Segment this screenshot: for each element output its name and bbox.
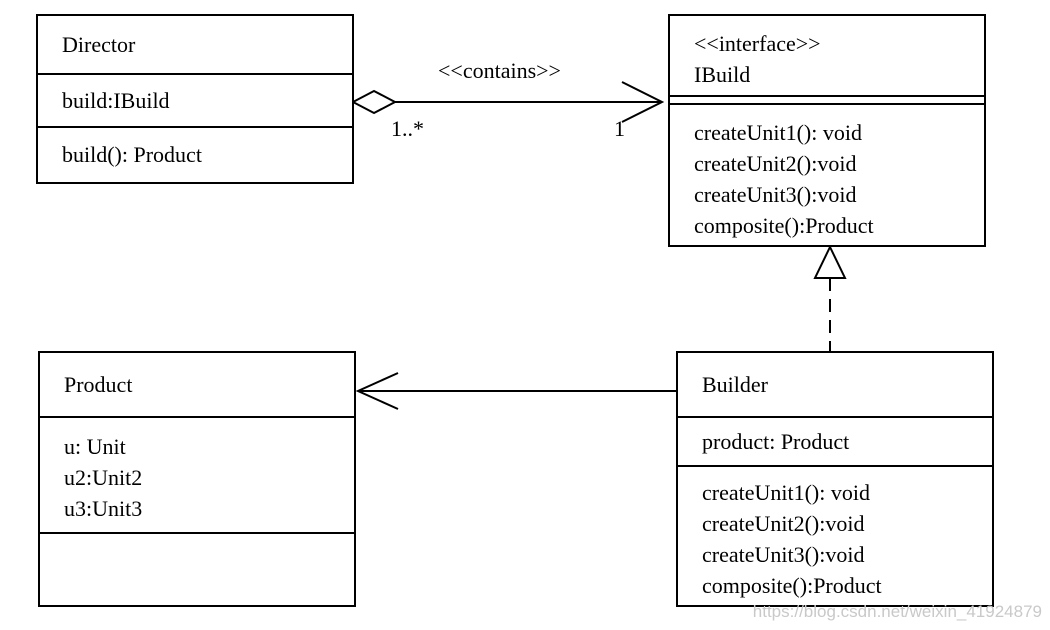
class-name: Product	[64, 371, 133, 397]
attribute: u3:Unit3	[64, 496, 143, 521]
interface-ibuild: <<interface>> IBuild createUnit1(): void…	[668, 14, 986, 247]
class-name: Builder	[702, 371, 768, 397]
realization-triangle	[813, 244, 847, 279]
attributes-section	[670, 97, 984, 105]
operation: composite():Product	[702, 573, 882, 598]
class-name-section: Product	[40, 353, 354, 418]
operation: createUnit3():void	[702, 542, 865, 567]
class-name-section: Builder	[678, 353, 992, 418]
operation: createUnit1(): void	[702, 480, 870, 505]
operation: build(): Product	[62, 142, 202, 167]
attributes-section: build:IBuild	[38, 75, 352, 128]
operation: composite():Product	[694, 213, 874, 238]
stereotype: <<interface>>	[694, 31, 821, 56]
class-name-section: Director	[38, 16, 352, 75]
class-director: Director build:IBuild build(): Product	[36, 14, 354, 184]
aggregation-arrowhead	[621, 81, 665, 123]
operations-section: createUnit1(): void createUnit2():void c…	[678, 467, 992, 601]
class-name: IBuild	[694, 62, 751, 87]
target-multiplicity: 1	[614, 116, 625, 141]
attribute: build:IBuild	[62, 87, 170, 113]
class-product: Product u: Unit u2:Unit2 u3:Unit3	[38, 351, 356, 607]
watermark: https://blog.csdn.net/weixin_41924879	[752, 602, 1042, 621]
operation: createUnit2():void	[702, 511, 865, 536]
source-multiplicity: 1..*	[391, 116, 424, 141]
operation: createUnit2():void	[694, 151, 857, 176]
operation: createUnit3():void	[694, 182, 857, 207]
attributes-section: u: Unit u2:Unit2 u3:Unit3	[40, 418, 354, 534]
association-arrowhead	[355, 372, 399, 410]
class-name: Director	[62, 31, 136, 57]
attribute: product: Product	[702, 428, 850, 454]
attribute: u2:Unit2	[64, 465, 143, 490]
operations-section: createUnit1(): void createUnit2():void c…	[670, 105, 984, 241]
aggregation-label: <<contains>>	[438, 58, 561, 83]
class-name-section: <<interface>> IBuild	[670, 16, 984, 97]
operations-section: build(): Product	[38, 128, 352, 182]
operation: createUnit1(): void	[694, 120, 862, 145]
class-builder: Builder product: Product createUnit1(): …	[676, 351, 994, 607]
aggregation-diamond	[350, 89, 398, 115]
attributes-section: product: Product	[678, 418, 992, 467]
attribute: u: Unit	[64, 434, 126, 459]
